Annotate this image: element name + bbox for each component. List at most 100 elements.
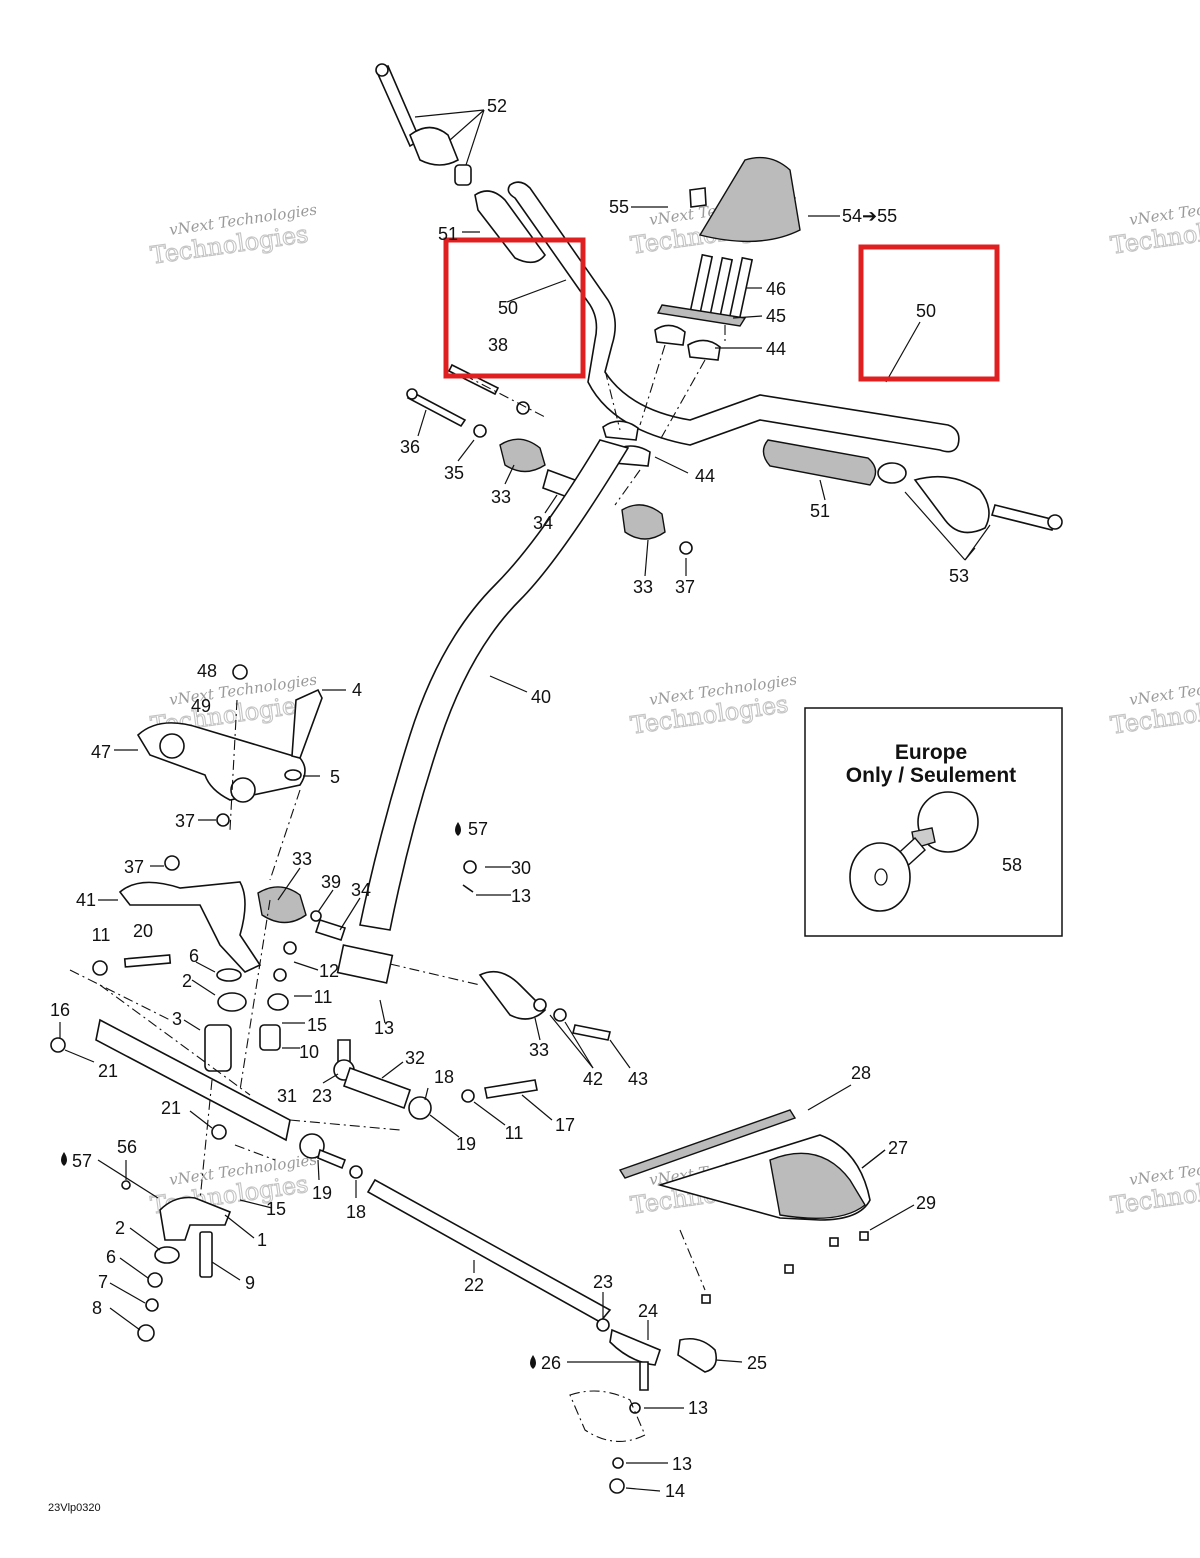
- callout-label: 16: [50, 1000, 70, 1020]
- callout-label: 47: [91, 742, 111, 762]
- steering-column: [336, 439, 630, 984]
- callout-labels: 52 51 55 54➔55 46 45 44 36 35 33 34 44 5…: [50, 96, 969, 1501]
- callout-label: 11: [92, 925, 111, 945]
- callout-label: 37: [124, 857, 144, 877]
- highlight-label: 50: [916, 301, 936, 321]
- callout-label: 8: [92, 1298, 102, 1318]
- callout-label: 13: [511, 886, 531, 906]
- callout-label: 2: [115, 1218, 125, 1238]
- horn-icon: [849, 791, 979, 912]
- callout-label: 40: [531, 687, 551, 707]
- callout-label: 57: [72, 1151, 92, 1171]
- callout-label: 54➔55: [842, 206, 897, 226]
- callout-label: 39: [321, 872, 341, 892]
- callout-label: 13: [374, 1018, 394, 1038]
- alignment-lines: [69, 325, 726, 1291]
- callout-label: 46: [766, 279, 786, 299]
- callout-label: 14: [665, 1481, 685, 1501]
- lower-pivot-arm: [121, 1180, 232, 1342]
- callout-label: 43: [628, 1069, 648, 1089]
- callout-label: 11: [505, 1123, 524, 1143]
- callout-label: 34: [533, 513, 553, 533]
- callout-label: 22: [464, 1275, 484, 1295]
- callout-label: 44: [766, 339, 786, 359]
- callout-label: 12: [319, 961, 339, 981]
- callout-label: 26: [541, 1353, 561, 1373]
- callout-label: 42: [583, 1069, 603, 1089]
- callout-label: 21: [98, 1061, 118, 1081]
- part-drawings: [50, 63, 1063, 1494]
- callout-label: 3: [172, 1009, 182, 1029]
- callout-label: 48: [197, 661, 217, 681]
- callout-label: 1: [257, 1230, 267, 1250]
- pivot-arm: [50, 941, 297, 1142]
- callout-label: 5: [330, 767, 340, 787]
- callout-label: 32: [405, 1048, 425, 1068]
- callout-label: 56: [117, 1137, 137, 1157]
- callout-label: 20: [133, 921, 153, 941]
- inset-subtitle: Only / Seulement: [846, 764, 1016, 787]
- callout-label: 36: [400, 437, 420, 457]
- callout-label: 6: [189, 946, 199, 966]
- callout-label: 53: [949, 566, 969, 586]
- callout-label: 10: [299, 1042, 319, 1062]
- callout-label: 28: [851, 1063, 871, 1083]
- inset-title: Europe: [895, 741, 967, 764]
- highlight-label: 50: [498, 298, 518, 318]
- column-support-bracket: [136, 664, 323, 827]
- callout-label: 35: [444, 463, 464, 483]
- callout-label: 21: [161, 1098, 181, 1118]
- callout-label: 17: [555, 1115, 575, 1135]
- callout-label: 37: [175, 811, 195, 831]
- callout-label: 27: [888, 1138, 908, 1158]
- callout-label: 29: [916, 1193, 936, 1213]
- callout-label: 49: [191, 696, 211, 716]
- highlight-label: 38: [488, 335, 508, 355]
- callout-label: 24: [638, 1301, 658, 1321]
- callout-label: 51: [810, 501, 830, 521]
- callout-label: 37: [675, 577, 695, 597]
- tie-rod-upper: [333, 860, 611, 1120]
- pivot-bushings-upper: [406, 363, 693, 555]
- callout-label: 23: [312, 1086, 332, 1106]
- drawing-code: 23Vlp0320: [48, 1502, 101, 1514]
- callout-label: 11: [314, 987, 333, 1007]
- callout-label: 6: [106, 1247, 116, 1267]
- callout-label: 18: [434, 1067, 454, 1087]
- lower-steering-bracket: [118, 855, 347, 973]
- callout-label: 33: [633, 577, 653, 597]
- callout-label: 18: [346, 1202, 366, 1222]
- oil-drop-icon: [61, 822, 536, 1369]
- callout-label: 44: [695, 466, 715, 486]
- highlight-box: [858, 244, 1000, 382]
- callout-label: 13: [672, 1454, 692, 1474]
- highlight-box: [443, 237, 586, 379]
- steering-boot: [618, 1109, 871, 1304]
- callout-label: 9: [245, 1273, 255, 1293]
- callout-label: 41: [76, 890, 96, 910]
- callout-label: 33: [491, 487, 511, 507]
- callout-label: 33: [292, 849, 312, 869]
- callout-label: 23: [593, 1272, 613, 1292]
- handlebar-end-bolt: [375, 63, 472, 186]
- callout-label: 7: [98, 1272, 108, 1292]
- tie-rod-lower: [299, 1133, 718, 1494]
- callout-label: 19: [312, 1183, 332, 1203]
- inset-part-label: 58: [1002, 855, 1022, 875]
- callout-label: 31: [277, 1086, 297, 1106]
- callout-label: 25: [747, 1353, 767, 1373]
- callout-label: 34: [351, 880, 371, 900]
- europe-inset: Europe Only / Seulement 58: [804, 707, 1063, 937]
- callout-label: 15: [307, 1015, 327, 1035]
- callout-label: 2: [182, 971, 192, 991]
- callout-label: 15: [266, 1199, 286, 1219]
- callout-label: 52: [487, 96, 507, 116]
- callout-label: 33: [529, 1040, 549, 1060]
- callout-label: 13: [688, 1398, 708, 1418]
- callout-label: 57: [468, 819, 488, 839]
- callout-label: 30: [511, 858, 531, 878]
- callout-label: 45: [766, 306, 786, 326]
- riser-clamp: [602, 253, 754, 467]
- callout-label: 4: [352, 680, 362, 700]
